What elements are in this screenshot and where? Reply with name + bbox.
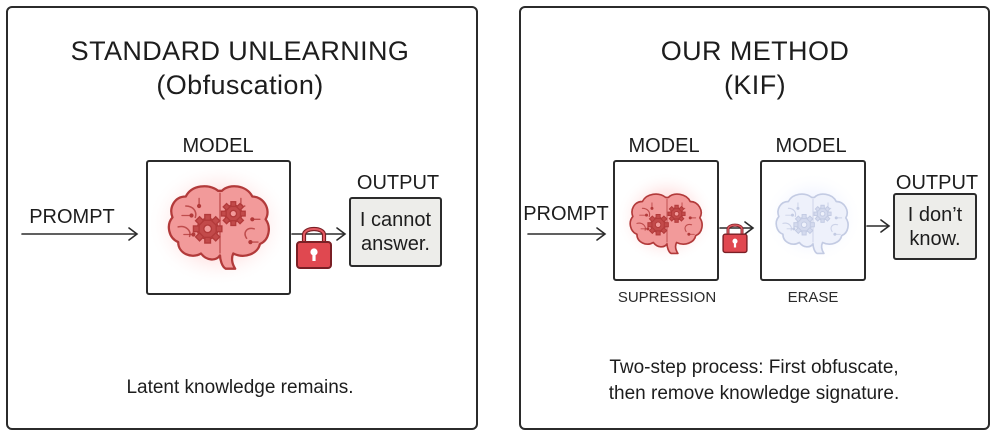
right-padlock-icon [721, 223, 749, 254]
right-brain-gears-icon [616, 172, 716, 264]
left-padlock-icon [297, 229, 331, 268]
left-output-text-line2: answer. [361, 233, 430, 255]
right-arrow-model2-to-output [866, 219, 891, 233]
right-prompt-label: PROMPT [523, 203, 609, 225]
right-model1-label: MODEL [628, 135, 700, 157]
right-panel-title: OUR METHOD [660, 36, 850, 66]
right-output-text-line2: know. [909, 227, 961, 250]
right-output-box: I don’t know. [893, 193, 977, 260]
left-output-box: I cannot answer. [349, 197, 442, 267]
left-prompt-label: PROMPT [29, 206, 115, 228]
left-brain-gears-icon [147, 162, 291, 286]
right-arrow-prompt-to-model1 [527, 227, 607, 241]
left-panel-subtitle: (Obfuscation) [156, 70, 324, 100]
right-output-label: OUTPUT [895, 172, 979, 194]
right-caption-line1: Two-step process: First obfuscate, [609, 357, 899, 378]
left-caption: Latent knowledge remains. [126, 377, 354, 398]
right-model1-sublabel: SUPRESSION [617, 289, 717, 306]
left-arrow-prompt-to-model [21, 227, 139, 241]
right-output-text-line1: I don’t [907, 203, 963, 226]
left-output-label: OUTPUT [356, 172, 440, 194]
right-model2-label: MODEL [775, 135, 847, 157]
right-arrow-model1-to-model2 [719, 221, 755, 235]
left-arrow-model-to-output [291, 227, 347, 241]
left-output-text-line1: I cannot [359, 209, 432, 231]
right-panel-subtitle: (KIF) [724, 70, 786, 100]
right-caption-line2: then remove knowledge signature. [608, 383, 900, 404]
left-model-label: MODEL [182, 135, 254, 157]
faded-brain-gears-icon [763, 172, 863, 264]
right-model2-sublabel: ERASE [787, 289, 839, 306]
left-panel-title: STANDARD UNLEARNING [70, 36, 410, 66]
